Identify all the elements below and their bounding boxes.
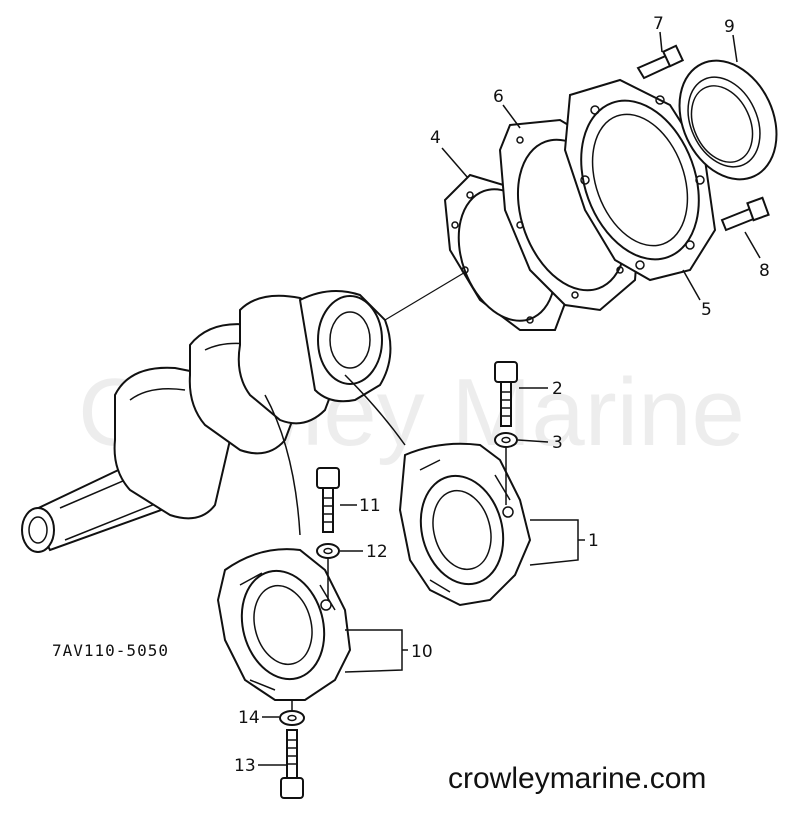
callout-10: 10 [411,642,433,662]
leader-7 [659,31,663,53]
bearing-guide-line-1 [264,394,301,536]
bolt-part-13 [280,729,304,799]
callout-8: 8 [759,261,770,281]
leader-3 [517,439,549,443]
oil-seal-part-9 [678,59,778,181]
washer-part-12 [316,543,340,559]
crankshaft [21,290,392,553]
callout-7: 7 [653,14,664,34]
callout-14: 14 [238,708,260,728]
bolt-part-8 [720,196,770,232]
leader-5 [682,269,701,301]
leader-9 [732,34,738,63]
callout-2: 2 [552,379,563,399]
callout-9: 9 [724,17,735,37]
leader-6 [502,104,521,129]
callout-3: 3 [552,433,563,453]
callout-1: 1 [588,531,599,551]
callout-6: 6 [493,87,504,107]
callout-4: 4 [430,128,441,148]
website-label: crowleymarine.com [448,762,706,795]
callout-11: 11 [359,496,381,516]
bolt-part-11 [316,467,340,533]
callout-5: 5 [701,300,712,320]
bearing-guide-line-2 [344,374,406,446]
washer-part-14 [279,710,305,726]
bolt-part-2 [494,361,518,427]
leader-10 [344,629,408,673]
bearing-housing-part-1 [398,442,532,607]
leader-8 [744,231,761,259]
callout-13: 13 [234,756,256,776]
washer-part-3 [494,432,518,448]
leader-4 [441,147,469,179]
callout-12: 12 [366,542,388,562]
leader-1 [529,519,585,566]
bearing-housing-part-10 [216,548,352,701]
cover-plate-part-5 [563,78,717,282]
bolt-part-7 [636,44,685,80]
drawing-code: 7AV110-5050 [52,641,169,660]
